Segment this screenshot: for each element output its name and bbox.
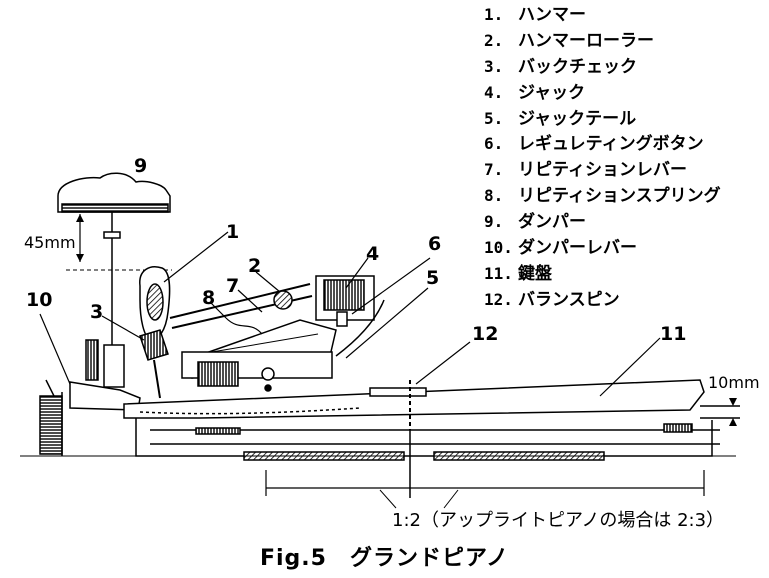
legend-number: 2.: [484, 30, 504, 50]
legend-number: 12.: [484, 289, 513, 309]
legend-number: 7.: [484, 160, 504, 180]
legend-number: 11.: [484, 263, 513, 283]
legend-label: バックチェック: [518, 56, 637, 77]
legend-item: 8. リピティションスプリング: [484, 183, 721, 209]
damper-guide: [103, 231, 121, 239]
legend-label: ハンマーローラー: [518, 30, 654, 51]
callout-1: 1: [226, 221, 239, 243]
lever-ratio-note: 1:2（アップライトピアノの場合は 2:3）: [392, 510, 725, 531]
callout-12: 12: [472, 323, 498, 345]
legend-item: 1. ハンマー: [484, 2, 721, 28]
damper-gap-label: 45mm: [24, 233, 76, 252]
damper-lever-block: [85, 339, 99, 381]
callout-5: 5: [426, 267, 439, 289]
legend-label: レギュレティングボタン: [518, 134, 704, 155]
legend-item: 4. ジャック: [484, 80, 721, 106]
jack-tail: [335, 299, 385, 357]
hammer-shank: [169, 283, 311, 319]
callout-3: 3: [90, 301, 103, 323]
parts-legend: 1. ハンマー 2. ハンマーローラー 3. バックチェック 4. ジャック 5. ジャッ…: [484, 2, 721, 313]
key: [123, 379, 705, 419]
legend-number: 1.: [484, 5, 504, 24]
wippen-heel: [197, 361, 239, 387]
callout-11: 11: [660, 323, 686, 345]
damper-head: [57, 172, 171, 213]
callout-9: 9: [134, 155, 147, 177]
legend-item: 6. レギュレティングボタン: [484, 131, 721, 157]
legend-item: 10.ダンパーレバー: [484, 235, 721, 261]
legend-number: 4.: [484, 82, 504, 102]
legend-label: リピティションスプリング: [518, 186, 721, 207]
callout-7: 7: [226, 275, 239, 297]
legend-label: ジャックテール: [518, 108, 637, 129]
legend-label: バランスピン: [518, 289, 620, 310]
regulating-felt: [323, 279, 365, 311]
legend-label: ハンマー: [518, 5, 586, 25]
legend-number: 10.: [484, 238, 513, 258]
legend-label: 鍵盤: [518, 263, 552, 284]
callout-6: 6: [428, 233, 441, 255]
legend-number: 5.: [484, 108, 504, 128]
hammer-roller: [273, 290, 293, 310]
figure-caption: Fig.5 グランドピアノ: [259, 546, 509, 571]
repetition-spring: [225, 317, 263, 335]
damper-lever-felt: [39, 395, 63, 455]
legend-number: 8.: [484, 186, 504, 206]
legend-number: 9.: [484, 212, 504, 232]
legend-number: 3.: [484, 56, 504, 76]
legend-number: 6.: [484, 134, 504, 154]
callout-2: 2: [248, 255, 261, 277]
jack-button: [336, 311, 348, 327]
legend-item: 11.鍵盤: [484, 261, 721, 287]
keybed-felt-left: [195, 427, 241, 435]
key-dip-label: 10mm: [708, 373, 760, 392]
legend-label: ダンパーレバー: [518, 238, 637, 259]
damper-felt: [61, 203, 169, 213]
legend-label: ダンパー: [518, 212, 586, 233]
damper-block: [103, 344, 125, 388]
callout-4: 4: [366, 243, 379, 265]
callout-10: 10: [26, 289, 52, 311]
legend-label: ジャック: [518, 82, 586, 103]
legend-item: 3. バックチェック: [484, 54, 721, 80]
legend-item: 5. ジャックテール: [484, 106, 721, 132]
callout-8: 8: [202, 287, 215, 309]
keybed-felt-right: [663, 423, 693, 433]
legend-label: リピティションレバー: [518, 160, 687, 181]
legend-item: 2. ハンマーローラー: [484, 28, 721, 54]
keybed-frame: [135, 418, 713, 457]
legend-item: 9. ダンパー: [484, 209, 721, 235]
legend-item: 7. リピティションレバー: [484, 157, 721, 183]
legend-item: 12.バランスピン: [484, 287, 721, 313]
back-check: [139, 329, 169, 361]
balance-rail-felt: [369, 387, 427, 397]
hammer-felt: [146, 283, 164, 321]
